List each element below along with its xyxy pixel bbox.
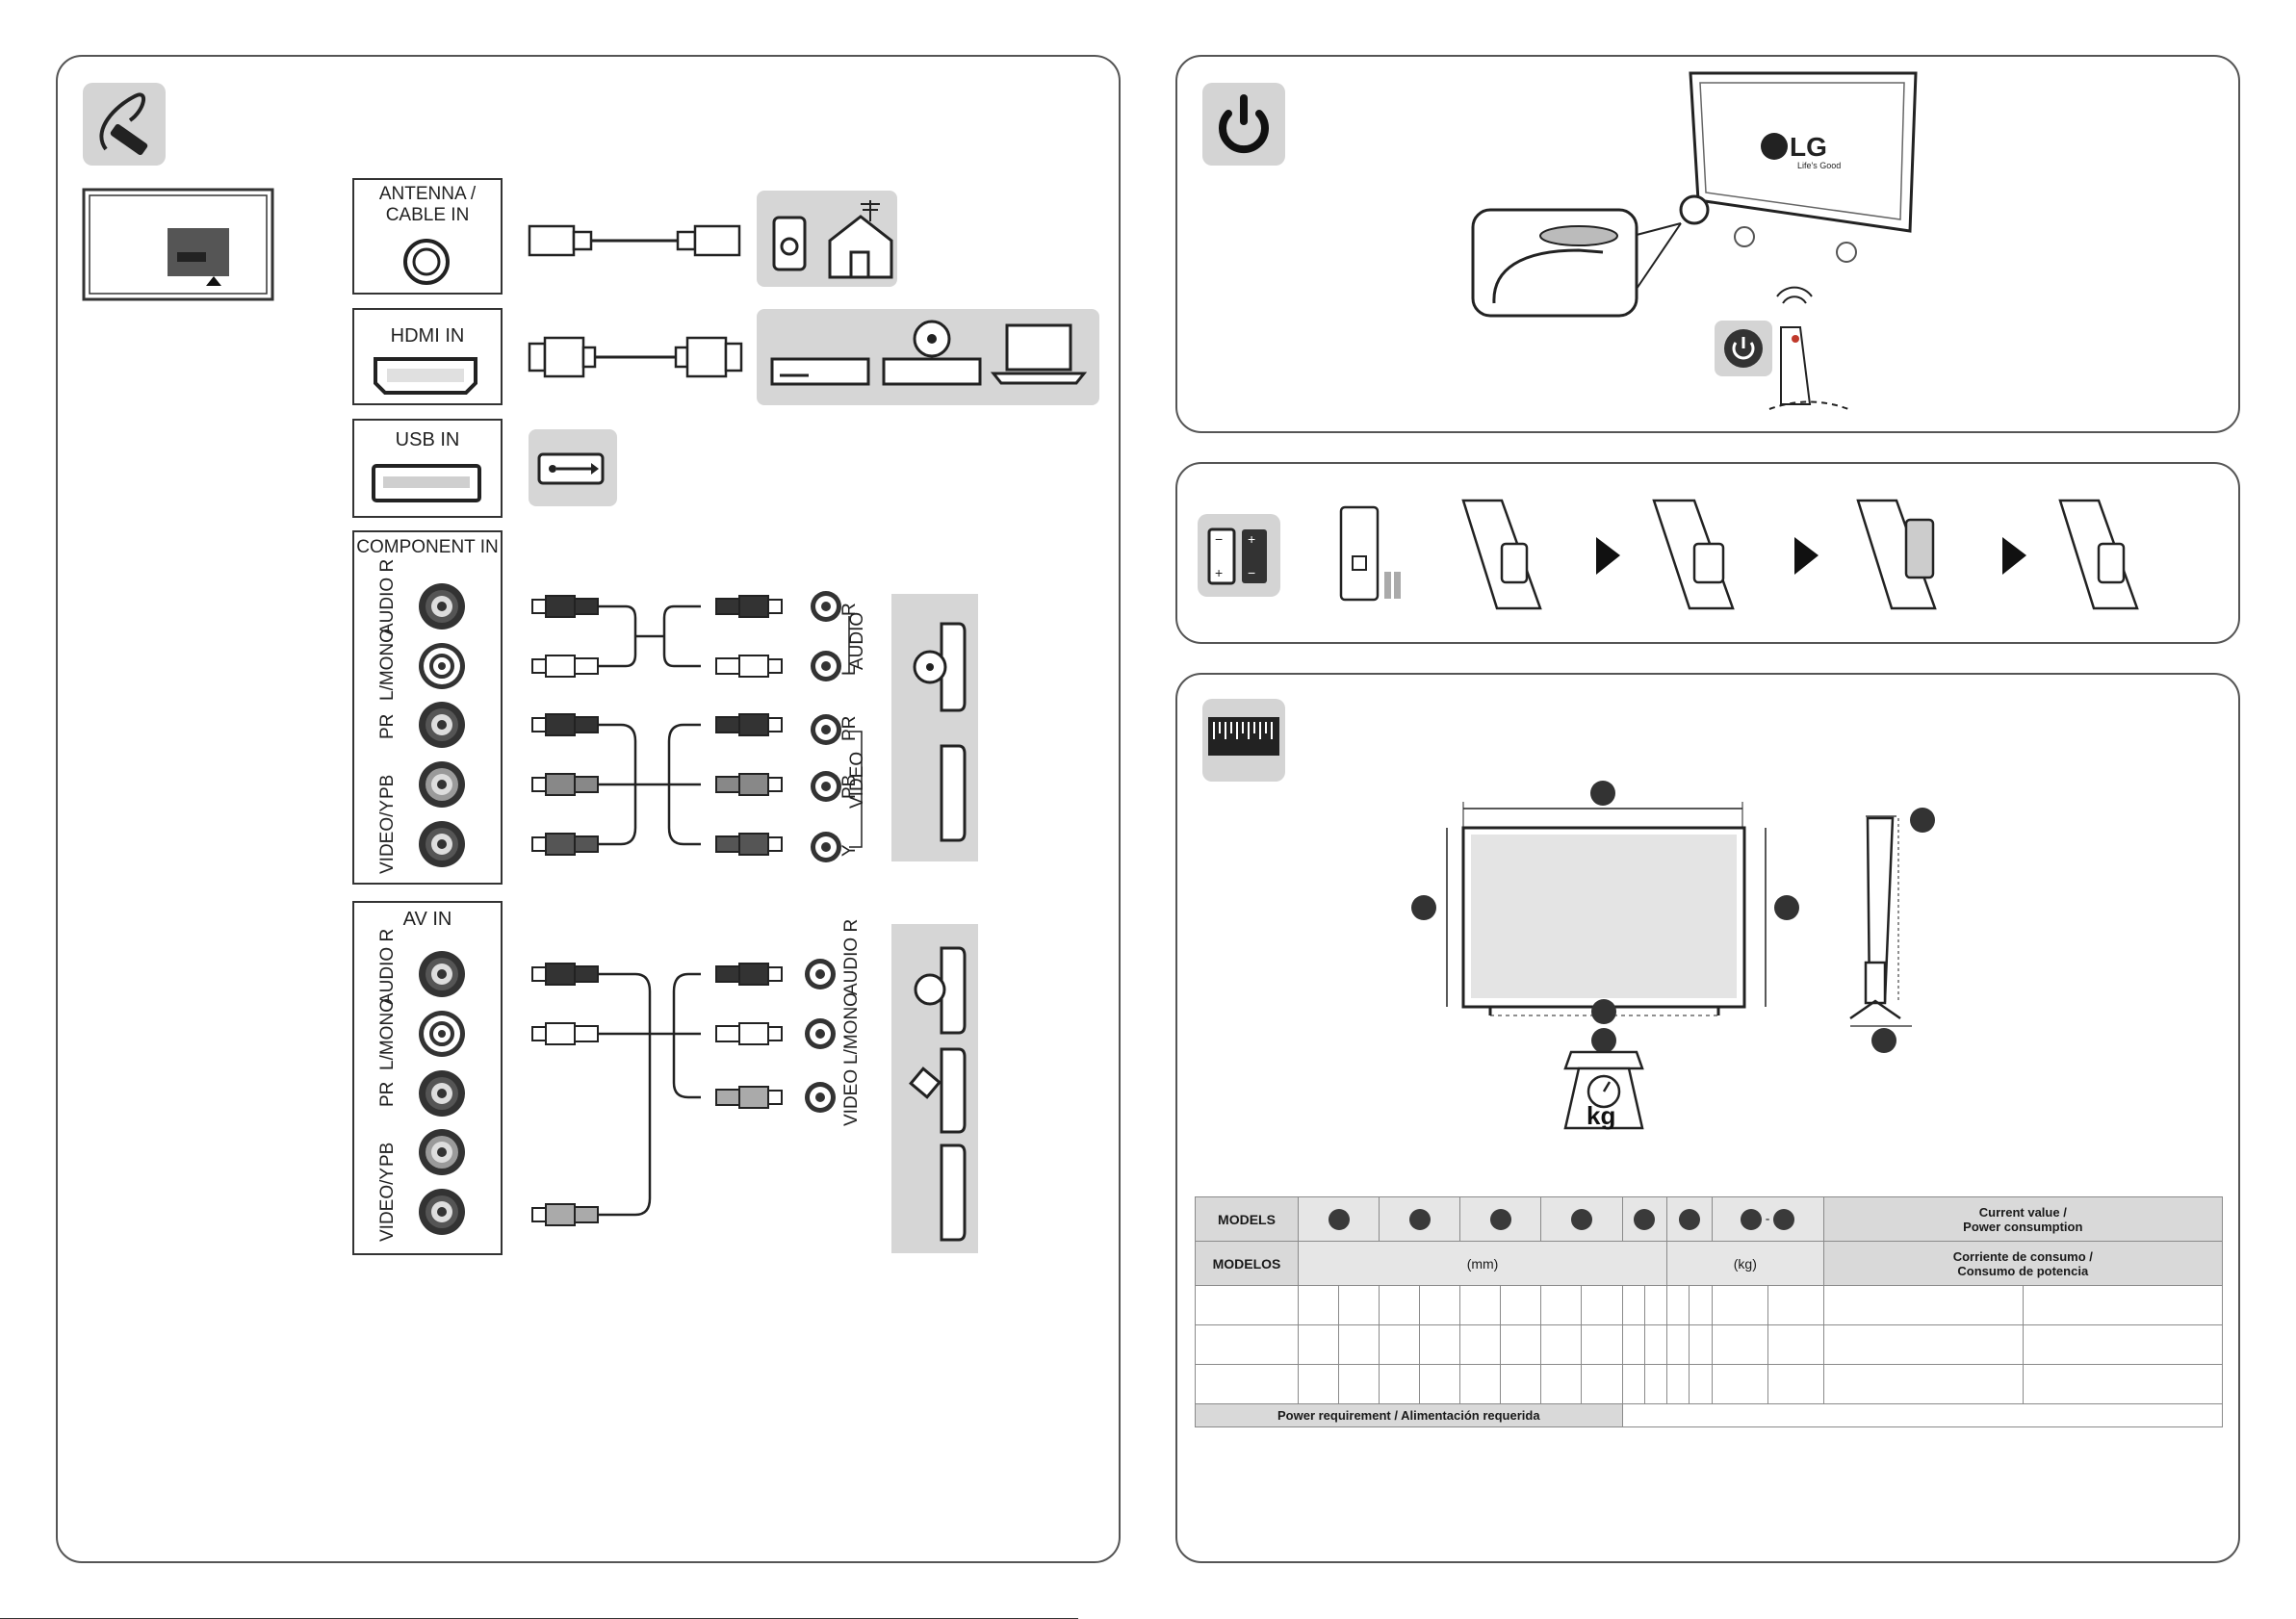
- component-pr-label: PR: [377, 713, 398, 739]
- component-lmono-label: L/MONO: [377, 629, 398, 701]
- ruler-icon: [1202, 699, 1285, 782]
- hdmi-cable: [528, 336, 743, 378]
- remote-power-icon: [1715, 286, 1849, 410]
- av-lmono-label: L/MONO: [377, 998, 398, 1070]
- table-row: [1195, 1324, 2224, 1365]
- tv-front-drawing: [1679, 71, 1918, 263]
- tv-side-dimension: [1849, 808, 1935, 1053]
- component-pr-right-label: PR: [839, 715, 860, 741]
- usb-port-box: [352, 419, 503, 518]
- dim-col-5: [1621, 1196, 1668, 1242]
- battery-icon: − + + −: [1198, 514, 1280, 597]
- hdmi-label: HDMI IN: [390, 325, 465, 347]
- modelos-header: MODELOS: [1195, 1241, 1299, 1286]
- power-panel: [1175, 55, 2240, 433]
- cable-icon: [83, 83, 166, 166]
- av-audio-r-label: AUDIO R: [377, 928, 398, 1005]
- models-header: MODELS: [1195, 1196, 1299, 1242]
- table-row: [1195, 1364, 2224, 1404]
- av-right-lmono-label: L/MONO: [841, 992, 862, 1065]
- dim-col-1: [1297, 1196, 1380, 1242]
- dimension-panel: [1175, 673, 2240, 1563]
- av-right-video-label: VIDEO: [841, 1068, 862, 1126]
- av-label: AV IN: [402, 909, 452, 930]
- component-y-label: Y: [839, 844, 860, 857]
- av-videoy-label: VIDEO/Y: [377, 1167, 398, 1242]
- component-videoy-label: VIDEO/Y: [377, 799, 398, 874]
- component-video-label: VIDEO: [847, 751, 867, 809]
- current-header: Current value / Power consumption: [1822, 1196, 2224, 1242]
- table-row: [1195, 1285, 2224, 1325]
- spec-table: MODELS - Current value / Power consumpti…: [1195, 1196, 2224, 1427]
- tv-front-dimension: [1411, 781, 1799, 1024]
- devices-icon: [757, 309, 1099, 405]
- dim-col-4: [1540, 1196, 1623, 1242]
- kg-unit: (kg): [1666, 1241, 1824, 1286]
- lg-logo-text: LG: [1790, 132, 1827, 162]
- usb-label: USB IN: [395, 429, 460, 450]
- svg-text:−: −: [1248, 565, 1255, 580]
- tv-back-icon: [82, 188, 274, 301]
- power-requirement-label: Power requirement / Alimentación requeri…: [1195, 1403, 1623, 1427]
- svg-text:+: +: [1215, 565, 1223, 580]
- component-device-jacks: [811, 591, 863, 862]
- av-right-audio-r-label: AUDIO R: [841, 918, 862, 995]
- antenna-label: ANTENNA / CABLE IN: [378, 184, 477, 225]
- remote-control-icon: [1339, 505, 1401, 602]
- battery-steps: [1461, 499, 2139, 610]
- hdmi-port-box: [352, 308, 503, 405]
- antenna-cable: [528, 224, 741, 257]
- svg-text:+: +: [1248, 531, 1255, 547]
- svg-text:−: −: [1215, 531, 1223, 547]
- weight-scale-icon: [1563, 1028, 1644, 1130]
- av-pr-label: PR: [377, 1081, 398, 1107]
- wall-antenna-icon: [757, 191, 897, 287]
- component-port-box: [352, 530, 503, 885]
- step-arrows: [1596, 537, 2026, 575]
- usb-stick-icon: [529, 429, 617, 506]
- component-label: COMPONENT IN: [356, 537, 499, 557]
- av-device-icon: [891, 924, 978, 1253]
- av-cables: [598, 972, 701, 1217]
- kg-label: kg: [1587, 1101, 1615, 1130]
- component-audio-r-label: AUDIO R: [377, 558, 398, 635]
- power-icon: [1202, 83, 1285, 166]
- consumo-header: Corriente de consumo / Consumo de potenc…: [1822, 1241, 2224, 1286]
- component-device-icon: [891, 594, 978, 861]
- dim-col-3: [1459, 1196, 1542, 1242]
- component-audio-label: AUDIO: [847, 611, 867, 670]
- av-pb-label: PB: [377, 1142, 398, 1167]
- power-requirement-value: [1621, 1403, 2224, 1427]
- dim-col-2: [1379, 1196, 1461, 1242]
- component-cables: [598, 604, 701, 846]
- mm-unit: (mm): [1297, 1241, 1668, 1286]
- lg-tagline: Life's Good: [1797, 161, 1841, 170]
- av-port-box: [352, 901, 503, 1255]
- weight-col-2: -: [1711, 1196, 1824, 1242]
- connection-panel: [56, 55, 1121, 1563]
- weight-col-1: [1666, 1196, 1713, 1242]
- power-button-closeup: [1471, 208, 1682, 318]
- antenna-port-box: [352, 178, 503, 295]
- component-pb-label: PB: [377, 774, 398, 799]
